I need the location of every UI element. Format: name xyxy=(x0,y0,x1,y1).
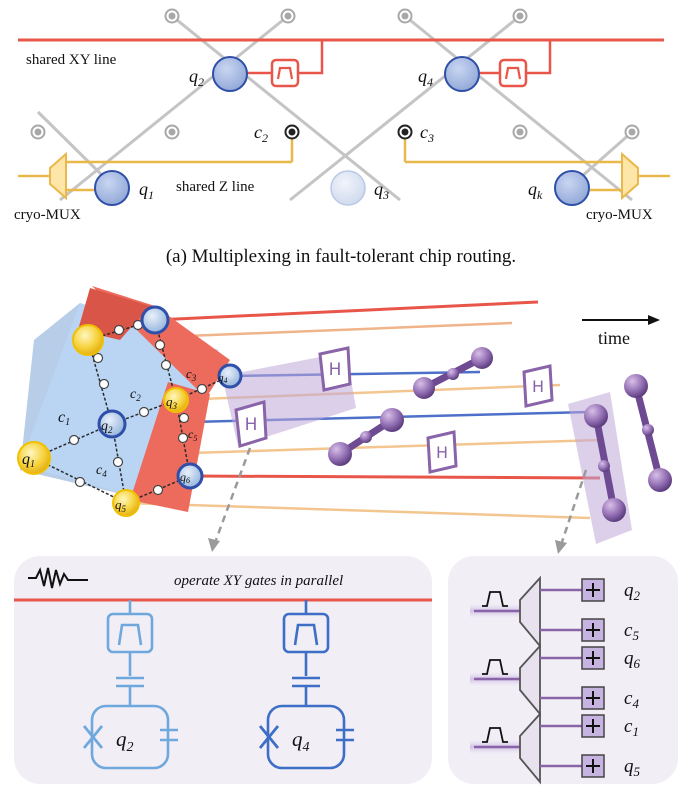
chip-qubit-q3 xyxy=(163,387,189,413)
qubit-q1 xyxy=(94,170,130,206)
chip-q2-label: q2 xyxy=(101,419,113,435)
xy-tap-q4 xyxy=(478,40,552,88)
chip-qubit-q1 xyxy=(17,441,51,475)
pulse-icon xyxy=(482,591,508,607)
cryo-mux-right-label: cryo-MUX xyxy=(586,207,653,223)
chip-c4-label: c4 xyxy=(96,463,107,479)
cryo-mux-left-label: cryo-MUX xyxy=(14,207,81,223)
xy-filter-icon xyxy=(270,58,300,88)
lattice-lines xyxy=(36,14,633,202)
h-gate-3: H xyxy=(426,430,458,474)
mux-row: c1 q5 xyxy=(470,711,641,785)
cryo-mux-right-icon xyxy=(621,151,639,201)
q2-label: q2 xyxy=(189,66,204,89)
pulse-icon xyxy=(482,727,508,743)
mux-bottom-label: c4 xyxy=(624,688,639,711)
pulse-icon xyxy=(482,659,508,675)
panel-a: shared XY line cryo-MUX cryo-MUX share xyxy=(14,8,670,267)
mux-top-label: c1 xyxy=(624,716,639,739)
chip-qubit-q4 xyxy=(217,363,243,389)
shared-z-line-label: shared Z line xyxy=(176,179,255,195)
shared-xy-line-label: shared XY line xyxy=(26,52,117,68)
mux-bottom-label: c5 xyxy=(624,620,639,643)
qubit-q3 xyxy=(330,170,366,206)
c3-label: c3 xyxy=(420,122,434,145)
panel-a-couplers xyxy=(30,8,640,140)
svg-text:H: H xyxy=(532,377,544,396)
chip-qubit-q2 xyxy=(97,409,127,439)
q1-label: q1 xyxy=(139,179,154,202)
noise-icon xyxy=(28,567,88,589)
mux-top-label: q2 xyxy=(624,580,641,603)
panel-b: time xyxy=(17,286,672,554)
h-gate-2: H xyxy=(318,346,352,392)
panel-a-caption: (a) Multiplexing in fault-tolerant chip … xyxy=(166,246,516,267)
q3-label: q3 xyxy=(374,179,389,202)
time-label: time xyxy=(598,328,630,348)
c2-label: c2 xyxy=(254,122,268,145)
panel-a-active-couplers xyxy=(284,124,413,140)
inset-q4-label: q4 xyxy=(292,727,310,755)
cryo-mux-left-icon xyxy=(49,151,67,201)
h-gate-4: H xyxy=(522,364,554,408)
chip: q4 q3 q2 q1 q6 q5 c3 c2 c1 c5 c4 xyxy=(17,286,243,517)
qubit-qk xyxy=(554,170,590,206)
chip-c5-label: c5 xyxy=(188,427,197,443)
chip-c1-label: c1 xyxy=(58,409,70,428)
svg-text:H: H xyxy=(245,415,258,435)
xy-tap-q2 xyxy=(246,40,324,88)
chip-c2-label: c2 xyxy=(130,387,141,403)
mux-rows: q2 c5 q6 c4 c1 q5 xyxy=(470,575,641,785)
chip-q3-label: q3 xyxy=(166,394,178,411)
inset-q2-label: q2 xyxy=(116,727,134,755)
chip-q6-label: q6 xyxy=(180,470,190,485)
chip-qubit-q6 xyxy=(176,462,204,490)
inset-title: operate XY gates in parallel xyxy=(174,573,343,589)
chip-q5-label: q5 xyxy=(115,497,127,514)
cz-gate-1 xyxy=(413,347,493,399)
svg-text:H: H xyxy=(329,360,342,380)
mux-row: q2 c5 xyxy=(470,575,641,649)
chip-q4-label: q4 xyxy=(218,372,228,385)
circuit-q4 xyxy=(258,600,354,770)
shared-z-line xyxy=(18,132,670,192)
cz-gate-3 xyxy=(584,404,626,522)
chip-qubit-top xyxy=(140,305,170,335)
qubit-q4 xyxy=(444,56,480,92)
chip-c3-label: c3 xyxy=(186,366,197,383)
svg-text:H: H xyxy=(436,443,448,462)
qk-label: qk xyxy=(528,179,543,202)
mux-icon xyxy=(519,711,541,785)
cz-gate-4 xyxy=(624,374,672,492)
mux-row: q6 c4 xyxy=(470,643,641,717)
xy-filter-icon xyxy=(498,58,528,88)
qubit-q2 xyxy=(212,56,248,92)
circuit-q2 xyxy=(82,600,178,770)
chip-qubit-gold-top xyxy=(72,324,104,356)
chip-q1-label: q1 xyxy=(22,451,35,470)
time-arrow-icon xyxy=(648,315,660,325)
chip-qubit-q5 xyxy=(112,489,140,517)
h-gate-1: H xyxy=(234,400,268,448)
q4-label: q4 xyxy=(418,66,433,89)
cz-gate-2 xyxy=(328,408,404,466)
inset-parallel-xy: operate XY gates in parallel q2 xyxy=(14,556,432,784)
mux-bottom-label: q5 xyxy=(624,756,641,779)
mux-top-label: q6 xyxy=(624,648,641,671)
